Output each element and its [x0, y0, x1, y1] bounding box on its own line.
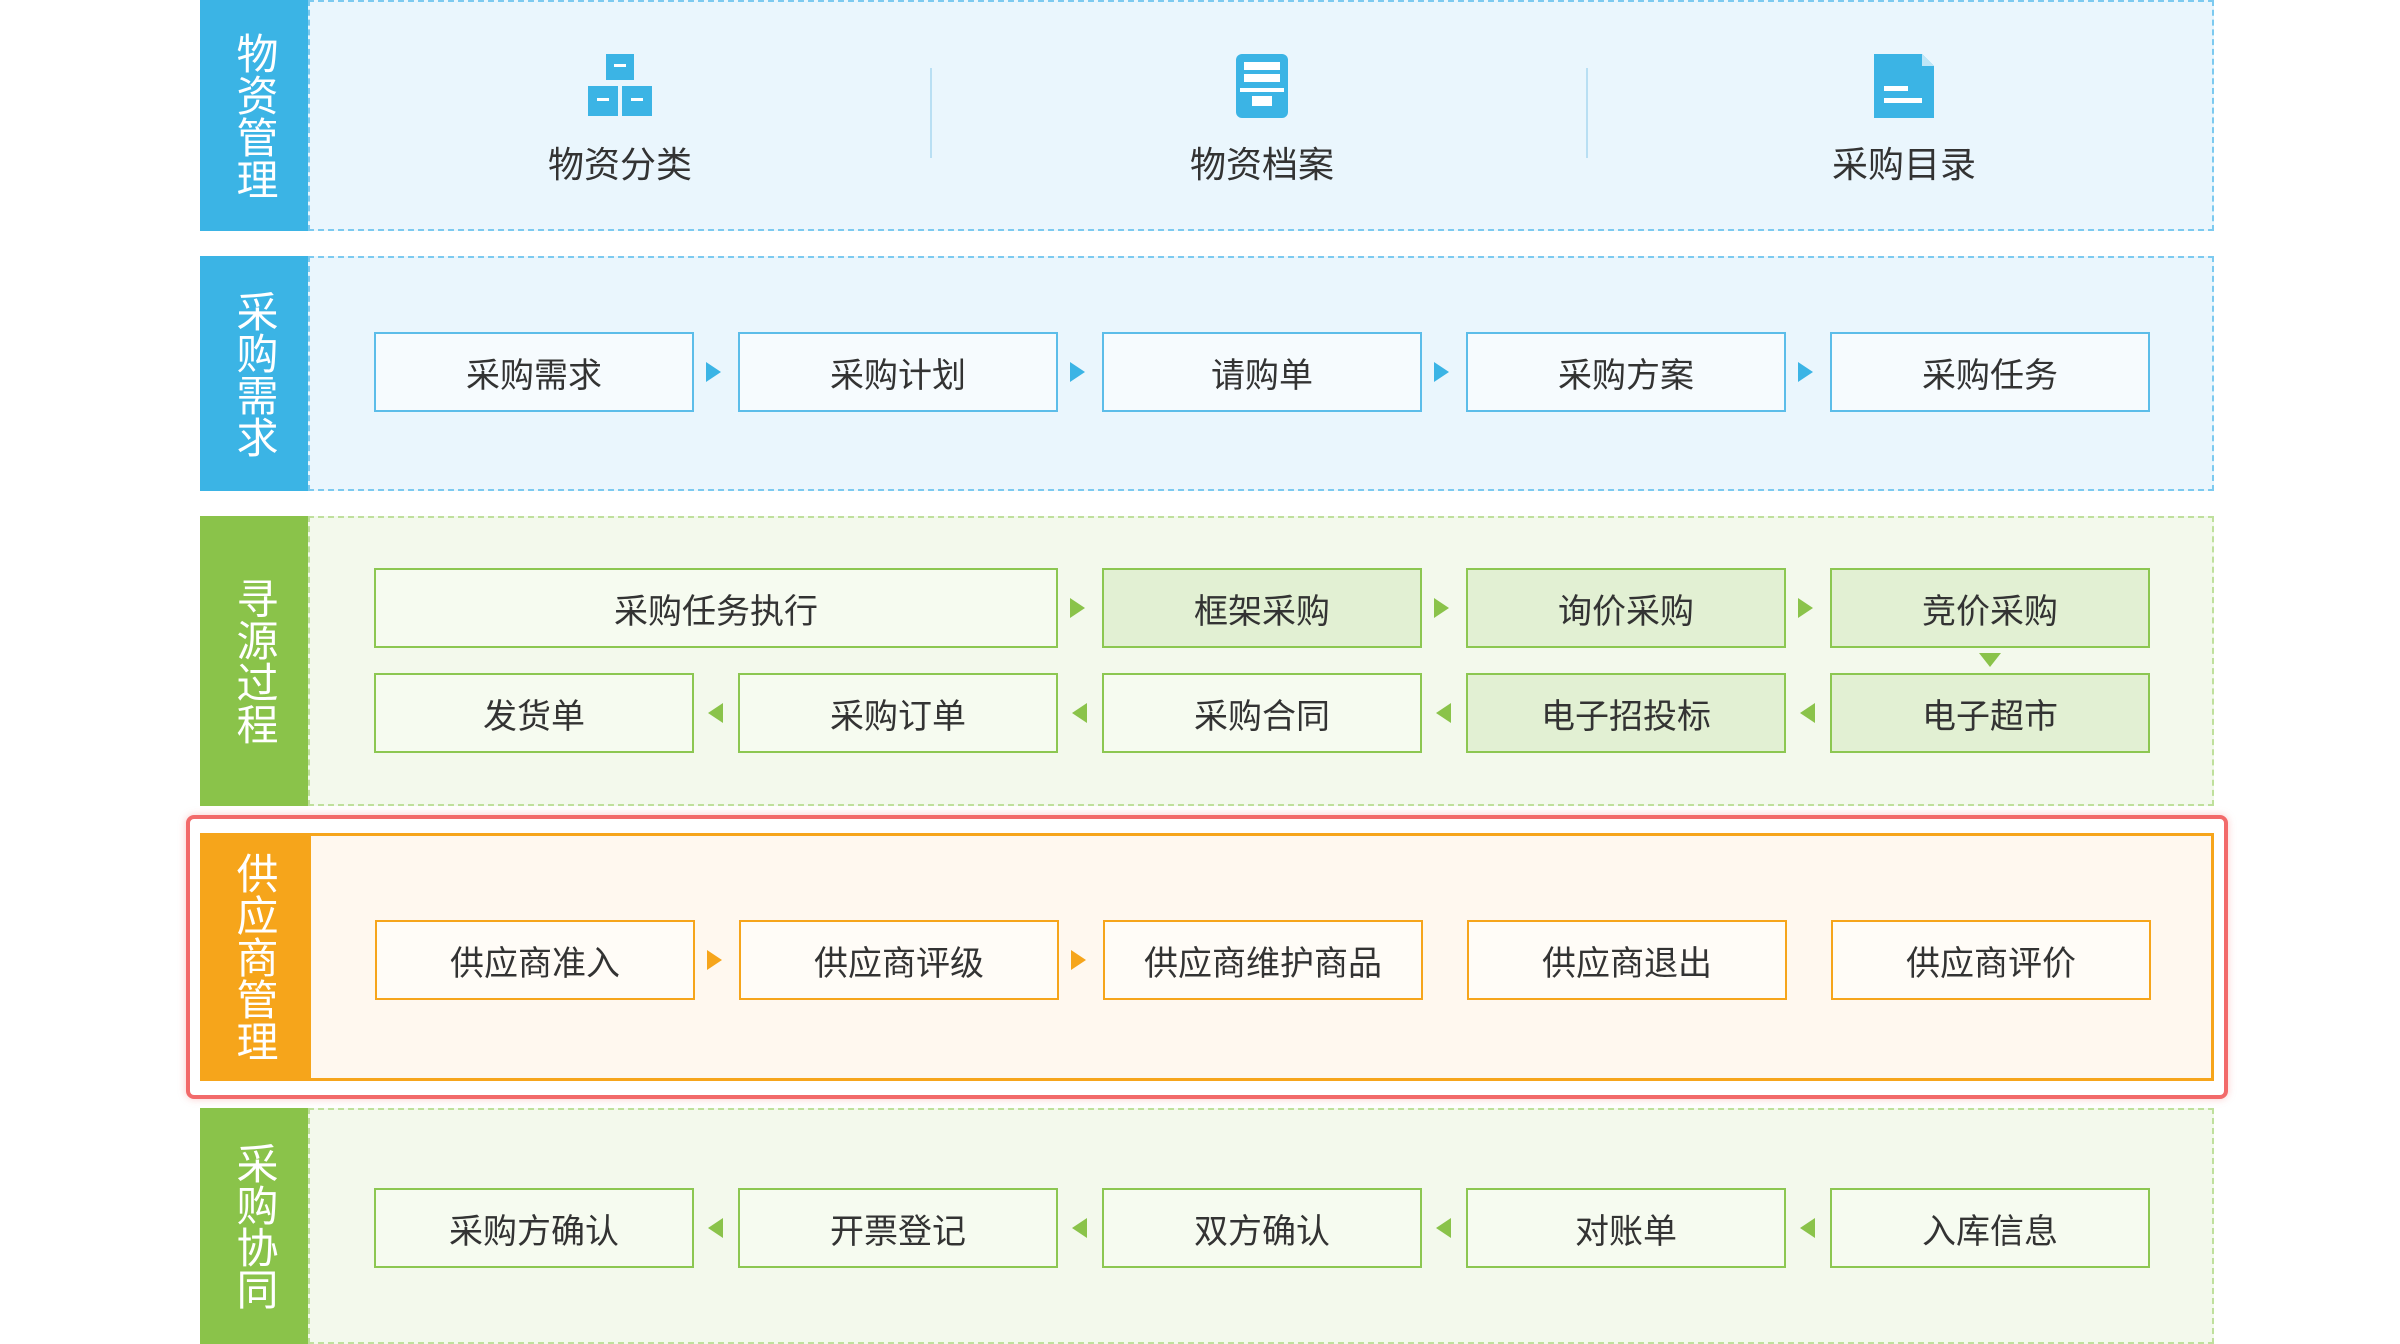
sourcing-panel: 采购任务执行 框架采购 询价采购 竞价采购 发货单 采购订单 采购合同 电子招投… [308, 516, 2214, 806]
section-label-collab: 采购协同 [200, 1108, 308, 1344]
arrow-left-icon [1436, 703, 1451, 723]
section-label-materials: 物资管理 [200, 0, 308, 231]
archive-icon [1236, 54, 1288, 118]
process-step[interactable]: 框架采购 [1102, 568, 1422, 648]
boxes-icon [588, 54, 652, 116]
process-step[interactable]: 供应商评价 [1831, 920, 2151, 1000]
arrow-left-icon [1800, 703, 1815, 723]
category-item[interactable]: 采购目录 [1704, 2, 2104, 229]
arrow-right-icon [1434, 598, 1449, 618]
section-label-sourcing: 寻源过程 [200, 516, 308, 806]
materials-panel: 物资分类 物资档案 采购目录 [308, 0, 2214, 231]
arrow-right-icon [1070, 362, 1085, 382]
arrow-left-icon [708, 1218, 723, 1238]
process-step[interactable]: 采购方案 [1466, 332, 1786, 412]
highlight-frame [186, 815, 2228, 1099]
arrow-right-icon [707, 950, 722, 970]
process-step[interactable]: 发货单 [374, 673, 694, 753]
process-step[interactable]: 供应商评级 [739, 920, 1059, 1000]
section-sourcing: 寻源过程 采购任务执行 框架采购 询价采购 竞价采购 发货单 采购订单 采购合同… [200, 516, 2214, 806]
document-icon [1874, 54, 1934, 118]
section-materials: 物资管理 物资分类 物资档案 [200, 0, 2214, 231]
process-step[interactable]: 双方确认 [1102, 1188, 1422, 1268]
process-step[interactable]: 采购订单 [738, 673, 1058, 753]
arrow-left-icon [1072, 703, 1087, 723]
arrow-left-icon [1072, 1218, 1087, 1238]
process-step[interactable]: 采购需求 [374, 332, 694, 412]
process-step[interactable]: 供应商准入 [375, 920, 695, 1000]
process-step[interactable]: 开票登记 [738, 1188, 1058, 1268]
supplier-panel: 供应商准入 供应商评级 供应商维护商品 供应商退出 供应商评价 [308, 833, 2214, 1081]
section-demand: 采购需求 采购需求 采购计划 请购单 采购方案 采购任务 [200, 256, 2214, 491]
process-step[interactable]: 采购计划 [738, 332, 1058, 412]
category-item[interactable]: 物资分类 [420, 2, 820, 229]
arrow-right-icon [1434, 362, 1449, 382]
process-step[interactable]: 询价采购 [1466, 568, 1786, 648]
arrow-left-icon [1436, 1218, 1451, 1238]
process-step[interactable]: 供应商维护商品 [1103, 920, 1423, 1000]
arrow-right-icon [706, 362, 721, 382]
collab-panel: 采购方确认 开票登记 双方确认 对账单 入库信息 [308, 1108, 2214, 1344]
process-step[interactable]: 请购单 [1102, 332, 1422, 412]
process-step[interactable]: 采购任务 [1830, 332, 2150, 412]
process-step[interactable]: 竞价采购 [1830, 568, 2150, 648]
process-step[interactable]: 采购任务执行 [374, 568, 1058, 648]
section-supplier: 供应商管理 供应商准入 供应商评级 供应商维护商品 供应商退出 供应商评价 [200, 833, 2214, 1081]
category-label: 物资分类 [547, 145, 692, 186]
section-label-demand: 采购需求 [200, 256, 308, 491]
process-step[interactable]: 电子超市 [1830, 673, 2150, 753]
arrow-right-icon [1798, 362, 1813, 382]
category-item[interactable]: 物资档案 [1062, 2, 1462, 229]
divider [930, 68, 932, 158]
demand-panel: 采购需求 采购计划 请购单 采购方案 采购任务 [308, 256, 2214, 491]
arrow-left-icon [708, 703, 723, 723]
arrow-right-icon [1798, 598, 1813, 618]
process-step[interactable]: 供应商退出 [1467, 920, 1787, 1000]
process-step[interactable]: 电子招投标 [1466, 673, 1786, 753]
divider [1586, 68, 1588, 158]
arrow-left-icon [1800, 1218, 1815, 1238]
process-step[interactable]: 对账单 [1466, 1188, 1786, 1268]
section-collab: 采购协同 采购方确认 开票登记 双方确认 对账单 入库信息 [200, 1108, 2214, 1344]
arrow-right-icon [1071, 950, 1086, 970]
category-label: 物资档案 [1189, 145, 1334, 186]
section-label-supplier: 供应商管理 [200, 833, 308, 1081]
arrow-right-icon [1070, 598, 1085, 618]
process-step[interactable]: 采购方确认 [374, 1188, 694, 1268]
category-label: 采购目录 [1831, 145, 1976, 186]
process-step[interactable]: 入库信息 [1830, 1188, 2150, 1268]
process-step[interactable]: 采购合同 [1102, 673, 1422, 753]
arrow-down-icon [1979, 653, 2001, 667]
